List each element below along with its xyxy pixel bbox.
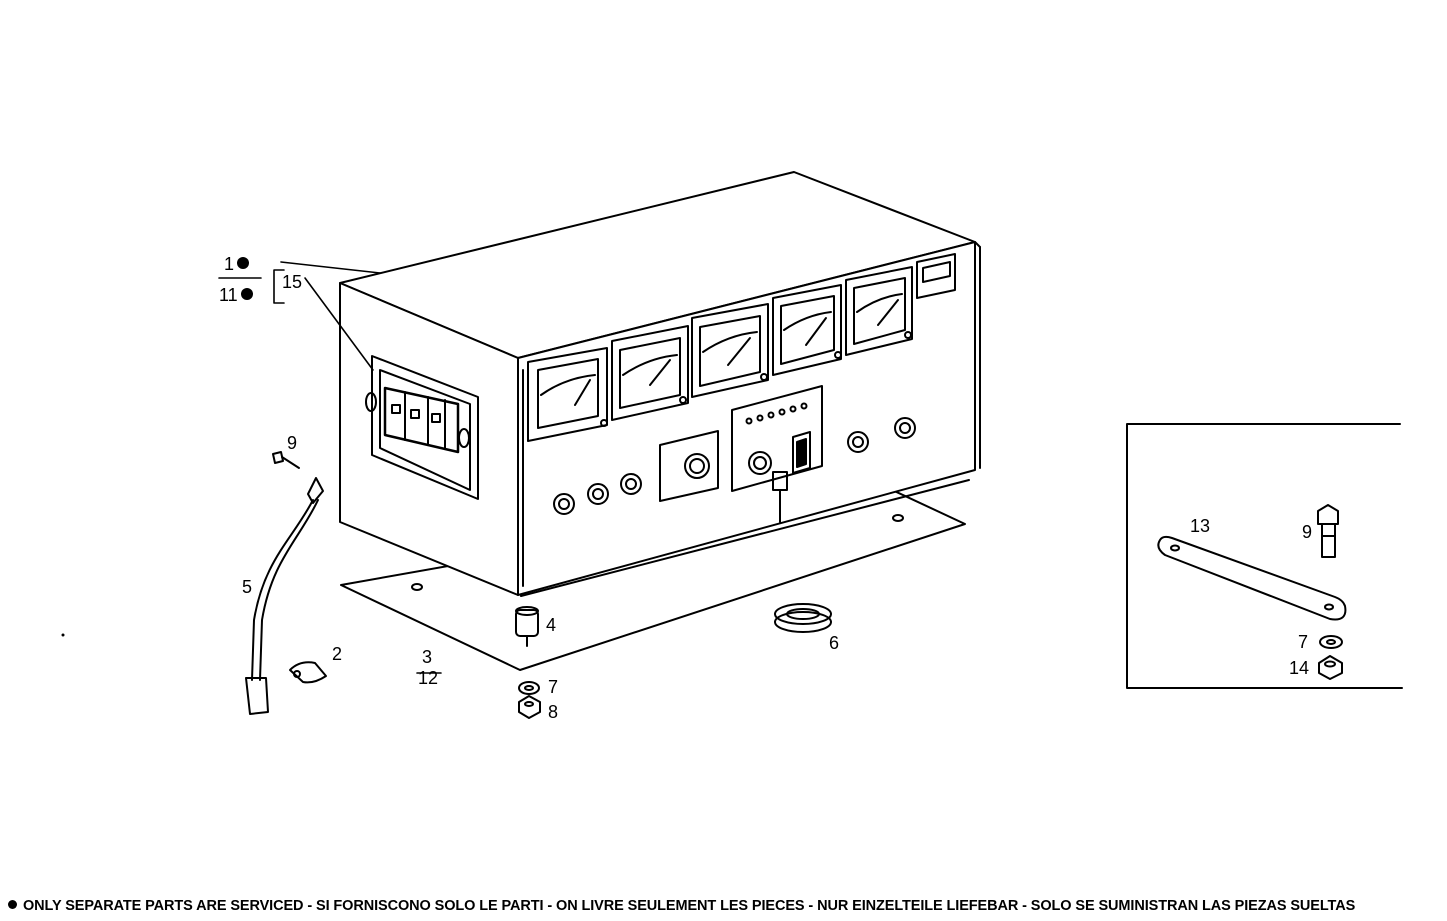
breaker-panel [365,355,479,500]
callout-15: 15 [282,272,302,292]
footer-note: ONLY SEPARATE PARTS ARE SERVICED - SI FO… [8,898,1443,914]
strap-13 [1157,535,1347,621]
callout-12: 12 [418,668,438,688]
bullet-icon [8,900,17,909]
screw-9 [272,451,300,469]
gauge-2 [611,325,689,421]
callout-4: 4 [546,615,556,635]
cable-5 [245,477,324,715]
inset-callout-9: 9 [1302,522,1312,542]
gauge-3 [691,303,769,398]
pilot-lamps [553,417,916,515]
callout-6: 6 [829,633,839,653]
inset-detail: 13 9 7 14 [1126,423,1403,689]
grommet-6 [774,603,832,633]
key-switch-panel [731,385,823,523]
nut-8 [518,695,541,719]
bolt-9 [1317,504,1339,558]
clamp-2 [289,661,327,684]
front-controls [553,385,916,523]
callout-11: 11 [219,285,238,305]
callout-7: 7 [548,677,558,697]
hour-meter [916,253,956,299]
callout-8: 8 [548,702,558,722]
foot-4 [515,606,539,647]
gauge-1 [527,347,608,442]
gauge-5 [845,266,913,356]
stray-dot [61,633,65,637]
bullet-icon [237,257,249,269]
nut-14 [1318,655,1343,680]
loose-parts [245,451,832,719]
washer-7-inset [1319,635,1343,649]
inset-callout-14: 14 [1289,658,1309,678]
bullet-icon [241,288,253,300]
callout-3: 3 [422,647,432,667]
footer-text: ONLY SEPARATE PARTS ARE SERVICED - SI FO… [23,898,1356,914]
inset-callout-7: 7 [1298,632,1308,652]
callout-5: 5 [242,577,252,597]
gauges [527,253,956,442]
leader-lines [218,261,442,674]
gauge-4 [772,284,842,376]
selector-switch [659,430,719,502]
callout-9: 9 [287,433,297,453]
inset-callout-13: 13 [1190,516,1210,536]
callout-2: 2 [332,644,342,664]
washer-7 [518,681,540,695]
callout-1: 1 [224,254,234,274]
